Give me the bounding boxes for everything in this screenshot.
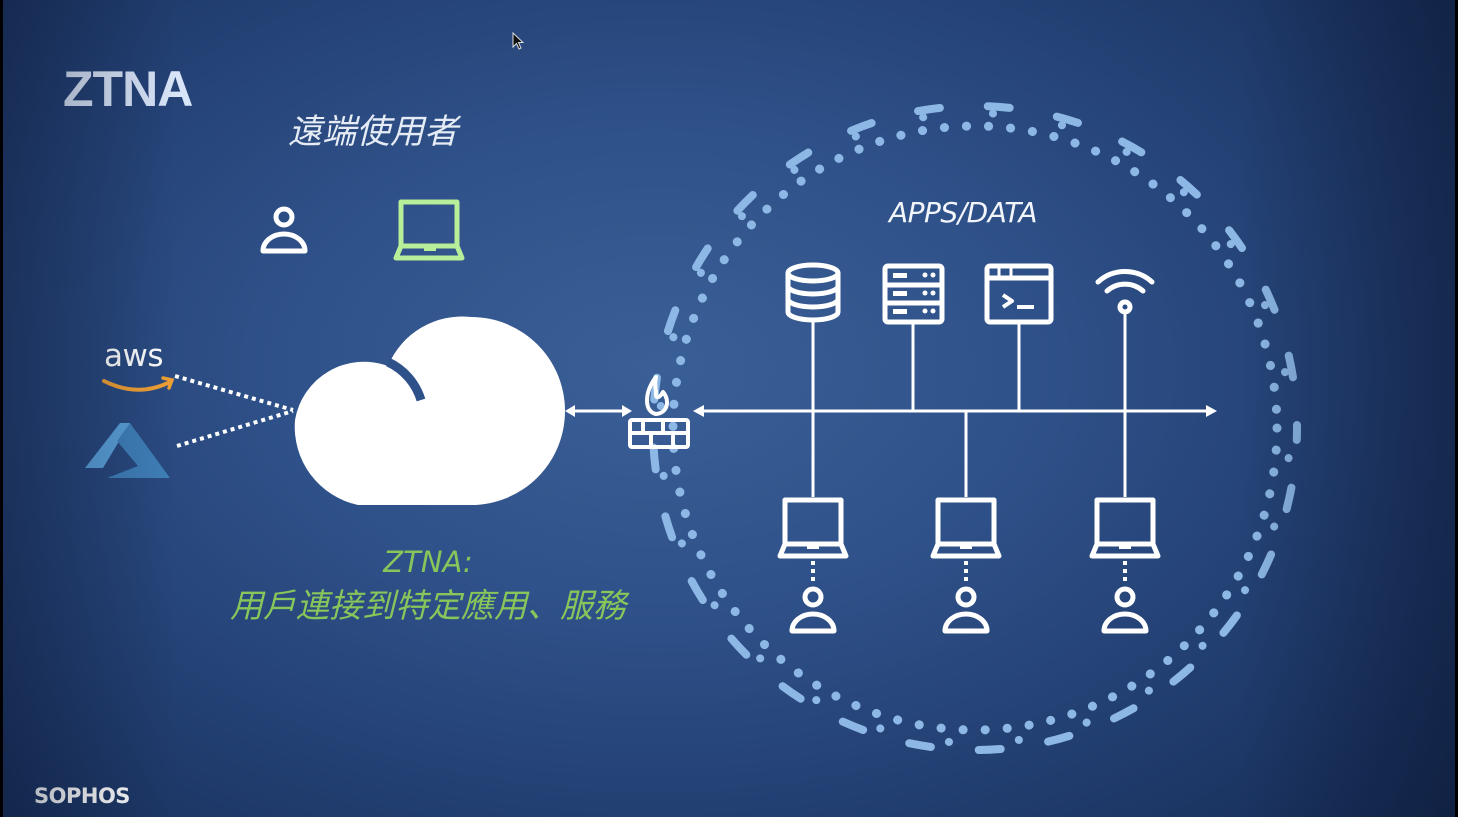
network-backbone <box>693 312 1217 497</box>
firewall-icon <box>628 375 690 449</box>
endpoint <box>1089 497 1161 634</box>
database-icon <box>785 262 841 323</box>
ztna-diagram <box>85 102 1301 754</box>
apps-data-label: APPS/DATA <box>889 196 1038 229</box>
user-icon <box>1101 586 1149 634</box>
user-icon <box>789 586 837 634</box>
terminal-window-icon <box>984 263 1054 325</box>
ztna-caption-description: 用戶連接到特定應用、服務 <box>230 586 626 625</box>
endpoints <box>777 497 1161 634</box>
azure-logo-icon <box>85 423 170 478</box>
provider-connection-lines <box>174 374 294 448</box>
cloud-firewall-arrow <box>565 405 632 417</box>
endpoint <box>777 497 849 634</box>
aws-logo-icon <box>102 376 175 392</box>
remote-user-icon <box>260 206 308 254</box>
laptop-icon <box>930 497 1002 559</box>
wifi-icon <box>1095 269 1155 315</box>
aws-logo-text: aws <box>104 338 164 374</box>
mouse-cursor-icon <box>512 32 525 50</box>
remote-laptop-icon <box>393 199 465 261</box>
ztna-caption-title: ZTNA: <box>383 545 473 579</box>
slide-title: ZTNA <box>63 61 193 117</box>
user-icon <box>942 586 990 634</box>
endpoint <box>930 497 1002 634</box>
remote-users-label: 遠端使用者 <box>288 112 458 152</box>
laptop-icon <box>1089 497 1161 559</box>
ztna-caption: ZTNA: 用戶連接到特定應用、服務 <box>193 542 663 630</box>
perimeter-dots <box>656 109 1294 747</box>
perimeter-outer-dashes <box>649 102 1301 754</box>
cloud-icon <box>294 316 565 505</box>
server-icon <box>882 263 945 325</box>
slide: ZTNA 遠端使用者 APPS/DATA ZTNA: 用戶連接到特定應用、服務 … <box>3 0 1455 817</box>
sophos-logo: SOPHOS <box>34 784 130 808</box>
laptop-icon <box>777 497 849 559</box>
